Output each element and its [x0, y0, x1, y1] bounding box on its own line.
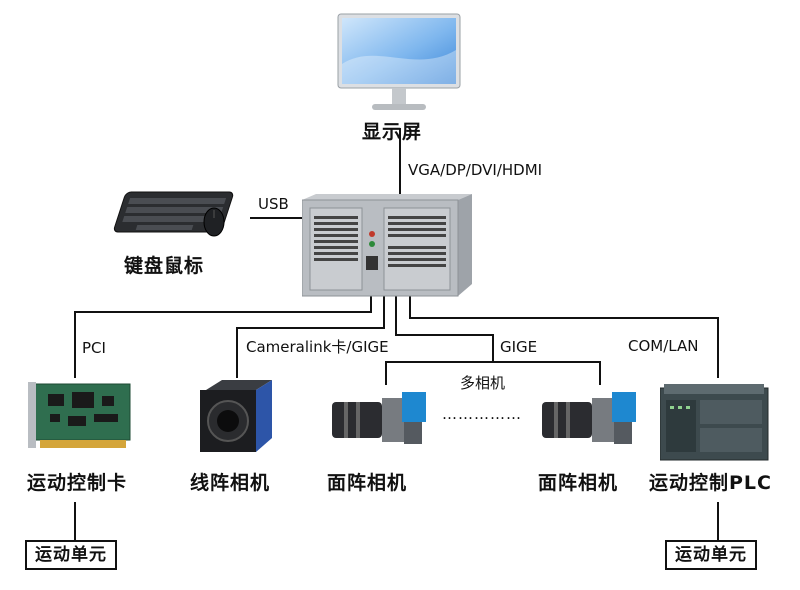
monitor-label: 显示屏: [362, 121, 423, 143]
usb-label: USB: [258, 195, 289, 213]
area-camera-2-icon: [542, 392, 636, 444]
line-com-lan: [409, 284, 719, 378]
com-lan-label: COM/LAN: [628, 337, 699, 355]
keyboard-mouse-label: 键盘鼠标: [124, 255, 205, 277]
industrial-pc-icon: [302, 194, 472, 297]
camera-ellipsis: ……………: [442, 405, 522, 423]
area-camera-1-label: 面阵相机: [327, 472, 408, 494]
motion-control-card-icon: [28, 382, 131, 448]
motion-unit-left: 运动单元: [25, 540, 117, 571]
line-pci: [74, 284, 372, 378]
display-interface-label: VGA/DP/DVI/HDMI: [408, 161, 543, 179]
multi-camera-label: 多相机: [460, 374, 506, 392]
line-gige: [395, 284, 494, 362]
cameralink-label: Cameralink卡/GIGE: [246, 338, 389, 356]
line-cameralink: [236, 284, 385, 378]
monitor-icon: [337, 13, 461, 110]
pci-label: PCI: [82, 339, 106, 357]
plc-icon: [660, 384, 769, 461]
motion-unit-right: 运动单元: [665, 540, 757, 571]
gige-label: GIGE: [500, 338, 538, 356]
line-scan-camera-icon: [200, 380, 272, 452]
line-scan-camera-label: 线阵相机: [190, 472, 271, 494]
keyboard-mouse-icon: [113, 191, 234, 237]
plc-label: 运动控制PLC: [649, 472, 772, 494]
line-gige-bus: [385, 361, 601, 385]
motion-control-card-label: 运动控制卡: [27, 472, 128, 494]
area-camera-2-label: 面阵相机: [538, 472, 619, 494]
area-camera-1-icon: [332, 392, 426, 444]
